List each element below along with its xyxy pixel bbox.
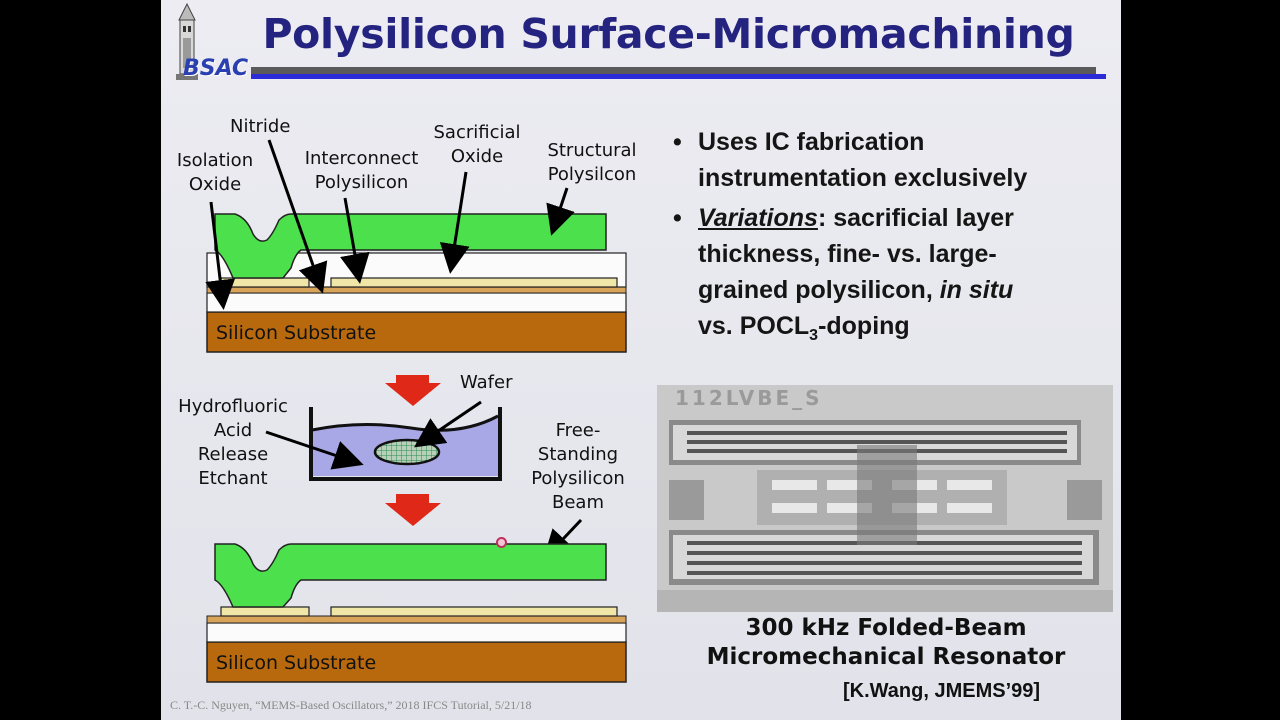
bsac-logo-text: BSAC — [183, 56, 249, 81]
structural-poly-top — [214, 213, 607, 279]
hf-bath — [309, 407, 502, 481]
wafer-shape — [373, 438, 441, 466]
nitride-layer-top — [206, 286, 627, 294]
interconnect-poly-right — [330, 277, 618, 288]
image-caption: 300 kHz Folded-Beam Micromechanical Reso… — [706, 615, 1066, 670]
interconnect-poly-right-bottom — [330, 606, 618, 617]
bullet-dot-icon: • — [673, 128, 682, 156]
process-arrow-2 — [385, 494, 441, 526]
top-stack — [206, 213, 627, 353]
substrate-top — [206, 311, 627, 353]
label-substrate-bottom: Silicon Substrate — [216, 652, 377, 674]
label-nitride: Nitride — [230, 116, 291, 137]
process-diagram — [205, 139, 627, 683]
interconnect-poly-left-bottom — [220, 606, 310, 617]
citation: [K.Wang, JMEMS’99] — [843, 680, 1041, 702]
interconnect-poly-left — [220, 277, 310, 288]
process-arrow-1 — [385, 375, 441, 406]
title-underline-blue — [251, 74, 1106, 79]
isolation-oxide-layer-bottom — [206, 622, 627, 643]
nitride-layer-bottom — [206, 615, 627, 624]
svg-text:112LVBE_S: 112LVBE_S — [675, 386, 823, 410]
sem-resonator-image: 112LVBE_S — [657, 385, 1113, 612]
label-substrate-top: Silicon Substrate — [216, 322, 377, 344]
title-underline-gray — [251, 67, 1096, 74]
berkeley-campanile-logo — [176, 2, 198, 80]
substrate-bottom — [206, 641, 627, 683]
bullet-variations: • Variations: sacrificial layer thicknes… — [673, 200, 1113, 354]
bottom-stack — [206, 543, 627, 683]
label-wafer: Wafer — [460, 372, 513, 393]
slide-footer: C. T.-C. Nguyen, “MEMS-Based Oscillators… — [170, 698, 532, 712]
free-standing-beam — [214, 543, 607, 608]
isolation-oxide-layer-top — [206, 292, 627, 313]
slide: BSAC Polysilicon Surface-Micromachining — [161, 0, 1121, 720]
slide-title: Polysilicon Surface-Micromachining — [262, 10, 1075, 58]
bullet-dot-icon: • — [673, 204, 682, 232]
pointer-cursor-icon — [496, 537, 507, 548]
